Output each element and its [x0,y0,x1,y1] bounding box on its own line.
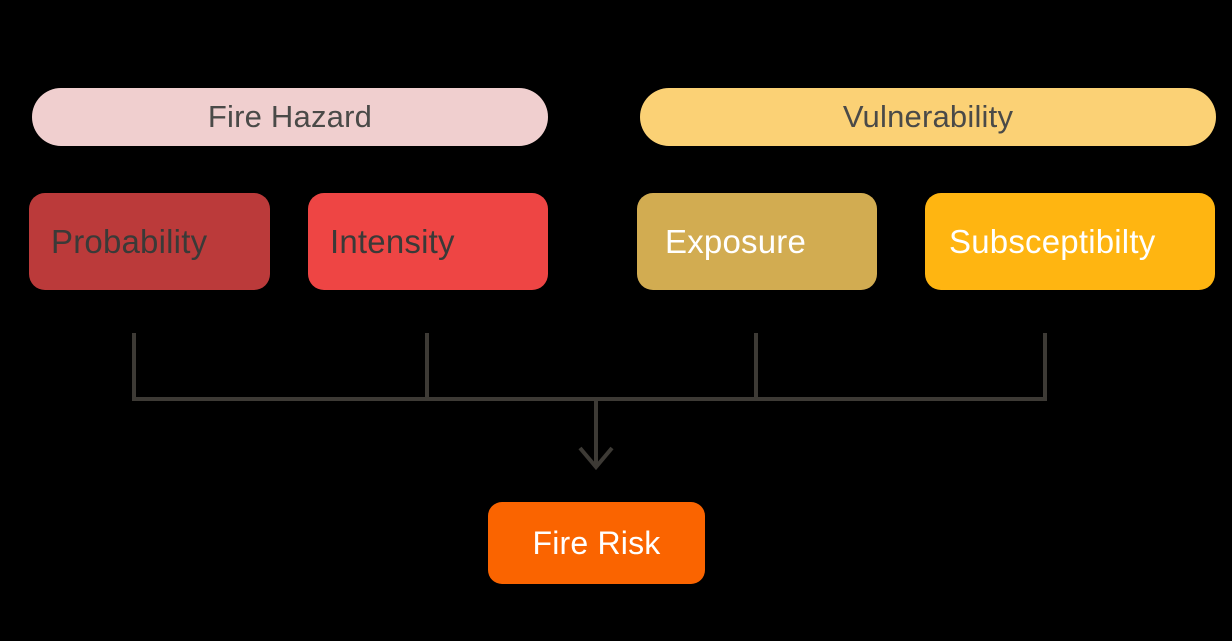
outcome-box-fire-risk-label: Fire Risk [532,524,661,561]
arrow-down-icon [578,446,614,471]
component-box-probability-label: Probability [51,222,208,260]
outcome-box-fire-risk: Fire Risk [488,502,705,584]
component-box-intensity-label: Intensity [330,222,455,260]
component-box-probability: Probability [29,193,270,290]
component-box-susceptibility-label: Subsceptibilty [949,222,1156,260]
component-box-exposure-label: Exposure [665,222,807,260]
component-box-exposure: Exposure [637,193,877,290]
group-header-fire-hazard-label: Fire Hazard [207,99,373,134]
group-header-vulnerability: Vulnerability [640,88,1216,146]
component-box-intensity: Intensity [308,193,548,290]
component-box-susceptibility: Subsceptibilty [925,193,1215,290]
group-header-vulnerability-label: Vulnerability [842,99,1014,134]
group-header-fire-hazard: Fire Hazard [32,88,548,146]
